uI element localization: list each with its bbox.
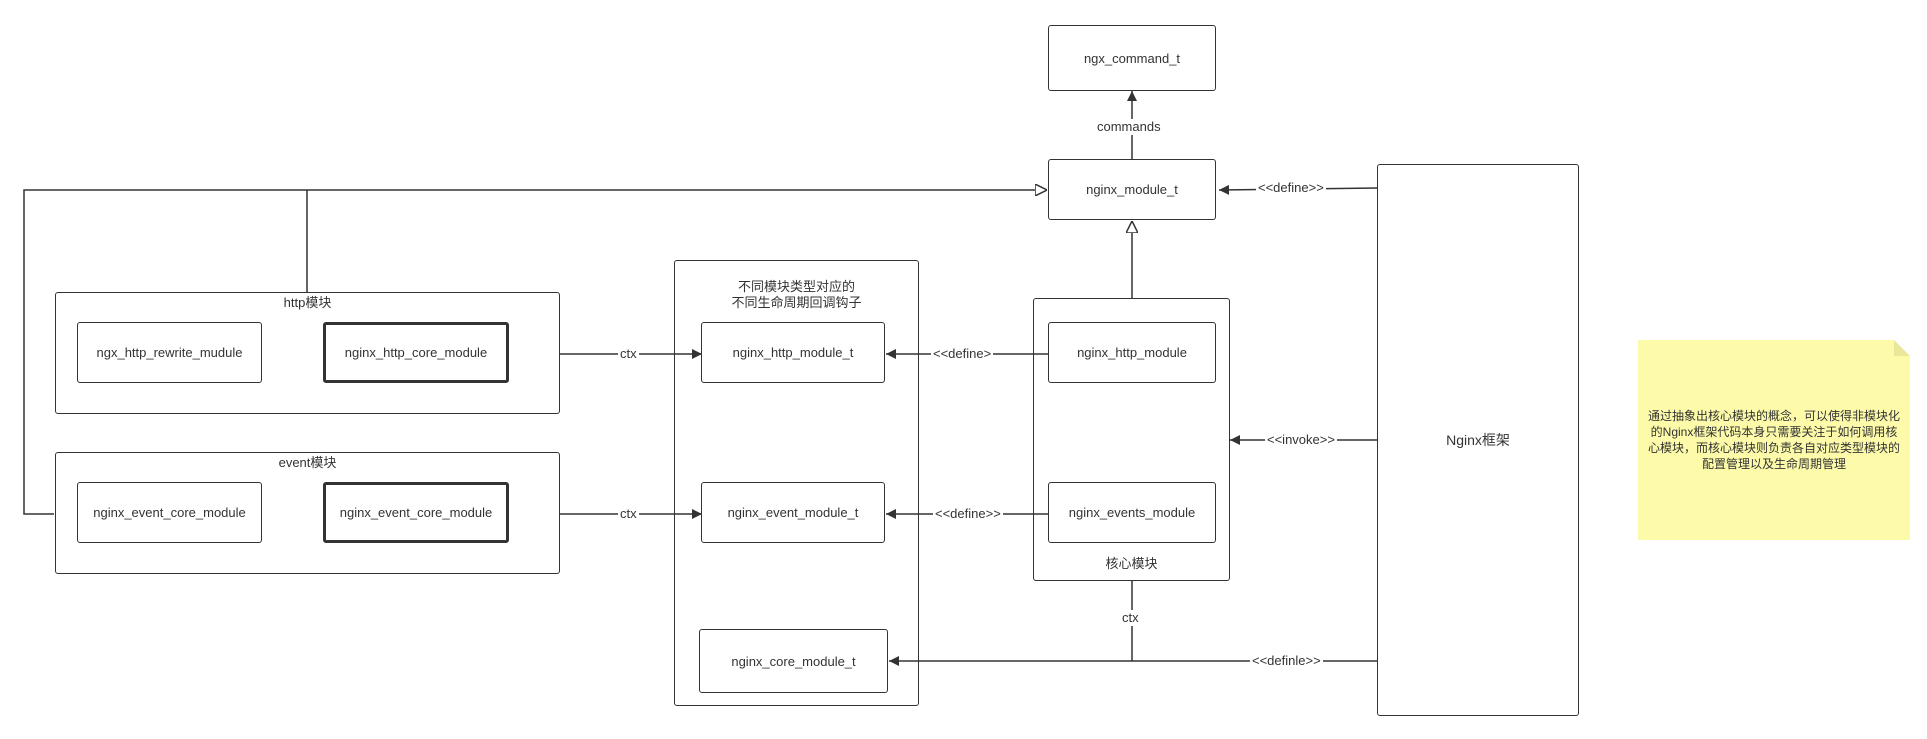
ngx-http-rewrite-module-node[interactable]: ngx_http_rewrite_mudule: [77, 322, 262, 383]
ctx-event-label: ctx: [618, 506, 639, 522]
commands-label: commands: [1095, 119, 1163, 135]
nginx-framework-node[interactable]: Nginx框架: [1377, 164, 1579, 716]
ctx-core-label: ctx: [1120, 610, 1141, 626]
nginx-http-module-t-node[interactable]: nginx_http_module_t: [701, 322, 885, 383]
nginx-module-t-node[interactable]: nginx_module_t: [1048, 159, 1216, 220]
note-fold-corner: [1894, 340, 1910, 356]
note-text: 通过抽象出核心模块的概念，可以使得非模块化的Nginx框架代码本身只需要关注于如…: [1648, 409, 1901, 471]
nginx-events-module-node[interactable]: nginx_events_module: [1048, 482, 1216, 543]
http-group-title: http模块: [283, 295, 332, 310]
nginx-http-module-node[interactable]: nginx_http_module: [1048, 322, 1216, 383]
definle-label: <<definle>>: [1250, 653, 1323, 669]
core-group-title: 核心模块: [1105, 556, 1158, 571]
nginx-event-core-module-node-a[interactable]: nginx_event_core_module: [77, 482, 262, 543]
http-module-group: [55, 292, 560, 414]
event-module-group: [55, 452, 560, 574]
define-event-label: <<define>>: [933, 506, 1003, 522]
ngx-command-t-node[interactable]: ngx_command_t: [1048, 25, 1216, 91]
ctx-http-label: ctx: [618, 346, 639, 362]
nginx-event-module-t-node[interactable]: nginx_event_module_t: [701, 482, 885, 543]
core-module-group: [1033, 298, 1230, 581]
sticky-note: 通过抽象出核心模块的概念，可以使得非模块化的Nginx框架代码本身只需要关注于如…: [1638, 340, 1910, 540]
hooks-group: [674, 260, 919, 706]
nginx-event-core-module-node-b[interactable]: nginx_event_core_module: [323, 482, 509, 543]
invoke-label: <<invoke>>: [1265, 432, 1337, 448]
nginx-http-core-module-node[interactable]: nginx_http_core_module: [323, 322, 509, 383]
event-group-title: event模块: [278, 455, 337, 470]
hooks-group-title: 不同模块类型对应的 不同生命周期回调钩子: [731, 279, 862, 310]
define-top-label: <<define>>: [1256, 180, 1326, 196]
nginx-core-module-t-node[interactable]: nginx_core_module_t: [699, 629, 888, 693]
define-http-label: <<define>: [931, 346, 994, 362]
edge-loop-inherit: [23, 190, 1047, 515]
